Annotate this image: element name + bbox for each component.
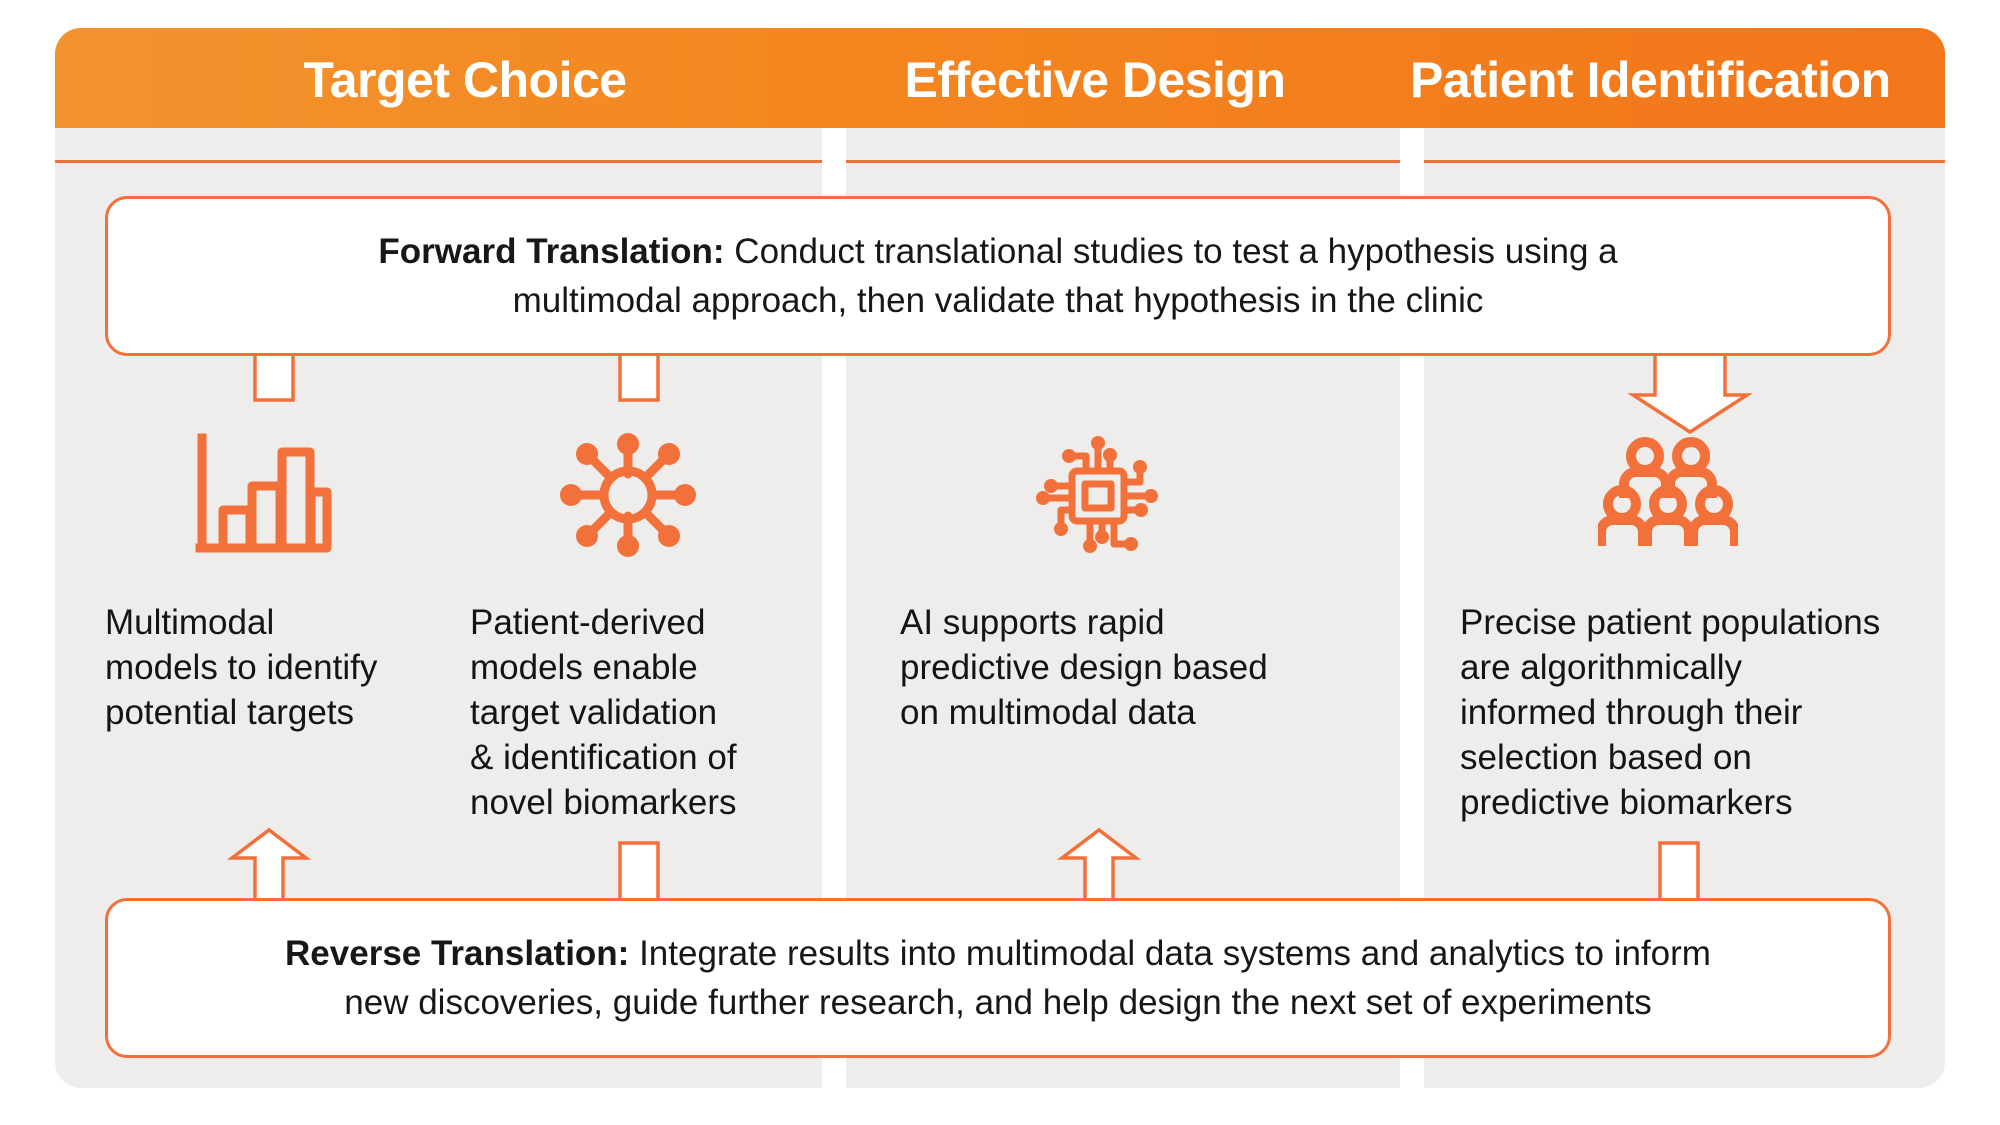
reverse-translation-box: Reverse Translation: Integrate results i…: [105, 898, 1891, 1058]
header-underline-2: [846, 160, 1400, 163]
forward-translation-text-1: Conduct translational studies to test a …: [724, 232, 1618, 271]
forward-translation-label: Forward Translation:: [378, 232, 725, 271]
people-group-icon: [1598, 430, 1738, 560]
header-column-patient-identification: Patient Identification: [1410, 52, 1891, 108]
caption-line: & identification of: [470, 738, 737, 777]
header-underline-1: [55, 160, 822, 163]
caption-line: potential targets: [105, 693, 355, 732]
header-underline-3: [1424, 160, 1945, 163]
caption-line: Multimodal: [105, 603, 275, 642]
caption-line: predictive biomarkers: [1460, 783, 1793, 822]
ai-chip-icon: [1028, 430, 1168, 560]
reverse-translation-label: Reverse Translation:: [285, 934, 630, 973]
caption-line: AI supports rapid: [900, 603, 1165, 642]
forward-translation-line-2: multimodal approach, then validate that …: [512, 281, 1484, 320]
reverse-translation-line-1: Reverse Translation: Integrate results i…: [285, 929, 1711, 978]
molecule-hub-icon: [558, 430, 698, 560]
caption-line: predictive design based: [900, 648, 1268, 687]
reverse-translation-text-1: Integrate results into multimodal data s…: [629, 934, 1711, 973]
header-bar: Target Choice Effective Design Patient I…: [55, 28, 1945, 128]
caption-line: models enable: [470, 648, 698, 687]
caption-line: target validation: [470, 693, 718, 732]
caption-line: models to identify: [105, 648, 378, 687]
caption-item-0: Multimodal models to identify potential ta…: [105, 600, 415, 735]
reverse-translation-line-2: new discoveries, guide further research,…: [344, 983, 1652, 1022]
bar-chart-icon: [192, 430, 332, 560]
caption-item-1: Patient-derived models enable target valid…: [470, 600, 800, 825]
caption-line: are algorithmically: [1460, 648, 1743, 687]
header-column-target-choice: Target Choice: [303, 52, 627, 108]
caption-line: novel biomarkers: [470, 783, 737, 822]
header-column-effective-design: Effective Design: [904, 52, 1286, 108]
caption-item-2: AI supports rapid predictive design based…: [900, 600, 1320, 735]
caption-line: selection based on: [1460, 738, 1752, 777]
caption-line: Precise patient populations: [1460, 603, 1881, 642]
forward-translation-box: Forward Translation: Conduct translation…: [105, 196, 1891, 356]
caption-line: Patient-derived: [470, 603, 706, 642]
caption-line: on multimodal data: [900, 693, 1196, 732]
caption-line: informed through their: [1460, 693, 1803, 732]
forward-translation-line-1: Forward Translation: Conduct translation…: [378, 227, 1617, 276]
caption-item-3: Precise patient populations are algorithm…: [1460, 600, 1940, 825]
